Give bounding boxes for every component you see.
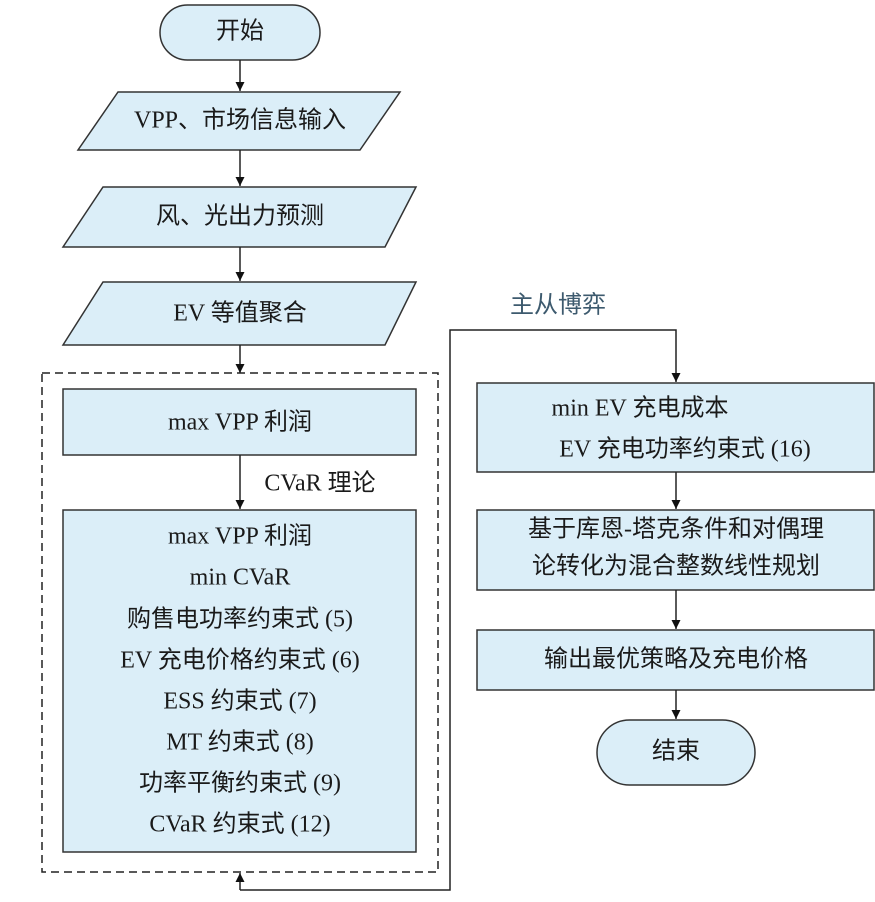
game-label: 主从博弈 (510, 292, 606, 319)
end-terminator (596, 719, 756, 786)
upper-level-container (41, 372, 439, 873)
forecast-label: 风、光出力预测 (156, 203, 324, 230)
lower-line: EV 充电功率约束式 (16) (559, 436, 811, 463)
transform-box (476, 509, 875, 591)
upper-line: 购售电功率约束式 (5) (127, 606, 353, 633)
transform-line: 基于库恩-塔克条件和对偶理 (528, 516, 824, 543)
forecast-parallelogram (61, 186, 418, 248)
upper-line: 功率平衡约束式 (9) (139, 770, 341, 797)
upper-line: min CVaR (190, 565, 291, 591)
game-connector (240, 329, 681, 891)
ev-aggregate-label: EV 等值聚合 (173, 300, 307, 327)
upper-full-box (62, 509, 417, 853)
upper-line: max VPP 利润 (168, 523, 312, 550)
lower-box (476, 382, 875, 473)
output-box (476, 629, 875, 691)
input-label: VPP、市场信息输入 (134, 107, 346, 134)
cvar-label: CVaR 理论 (264, 470, 375, 497)
upper-simple-label: max VPP 利润 (168, 409, 312, 436)
end-label: 结束 (652, 738, 700, 765)
lower-line: min EV 充电成本 (552, 395, 729, 422)
upper-line: MT 约束式 (8) (166, 729, 314, 756)
input-parallelogram (76, 91, 402, 151)
transform-line: 论转化为混合整数线性规划 (532, 553, 820, 580)
start-label: 开始 (216, 18, 264, 45)
upper-line: EV 充电价格约束式 (6) (120, 647, 360, 674)
ev-aggregate-parallelogram (61, 281, 418, 346)
output-label: 输出最优策略及充电价格 (544, 646, 808, 673)
upper-line: CVaR 约束式 (12) (149, 811, 330, 838)
upper-line: ESS 约束式 (7) (163, 688, 316, 715)
